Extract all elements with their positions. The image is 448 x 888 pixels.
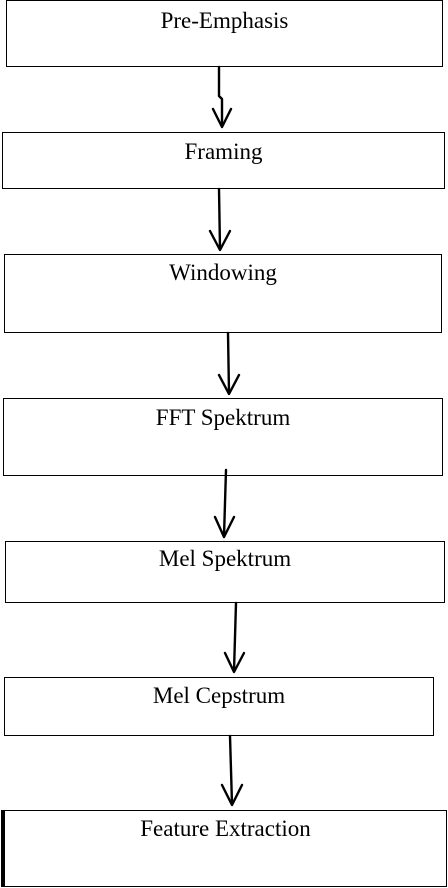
step-label-windowing: Windowing bbox=[169, 260, 277, 285]
step-box-windowing: Windowing bbox=[4, 254, 442, 333]
step-label-framing: Framing bbox=[184, 139, 263, 164]
step-box-mel-spektrum: Mel Spektrum bbox=[5, 541, 445, 603]
step-box-fft-spektrum: FFT Spektrum bbox=[3, 398, 443, 476]
arrow-fft-spektrum-to-mel-spektrum bbox=[213, 468, 236, 539]
step-box-feature-extraction: Feature Extraction bbox=[1, 810, 447, 887]
arrow-pre-emphasis-to-framing bbox=[211, 65, 233, 129]
step-label-feature-extraction: Feature Extraction bbox=[140, 816, 311, 841]
step-box-mel-cepstrum: Mel Cepstrum bbox=[4, 677, 434, 736]
arrow-mel-spektrum-to-mel-cepstrum bbox=[223, 601, 246, 674]
step-box-framing: Framing bbox=[2, 132, 445, 189]
step-label-mel-cepstrum: Mel Cepstrum bbox=[152, 683, 286, 708]
arrow-mel-cepstrum-to-feature-extraction bbox=[220, 734, 244, 807]
step-label-mel-spektrum: Mel Spektrum bbox=[158, 546, 292, 571]
step-box-pre-emphasis: Pre-Emphasis bbox=[6, 0, 443, 67]
step-label-fft-spektrum: FFT Spektrum bbox=[155, 405, 291, 430]
arrow-framing-to-windowing bbox=[208, 187, 232, 252]
arrow-windowing-to-fft-spektrum bbox=[217, 331, 241, 396]
step-label-pre-emphasis: Pre-Emphasis bbox=[160, 8, 289, 33]
